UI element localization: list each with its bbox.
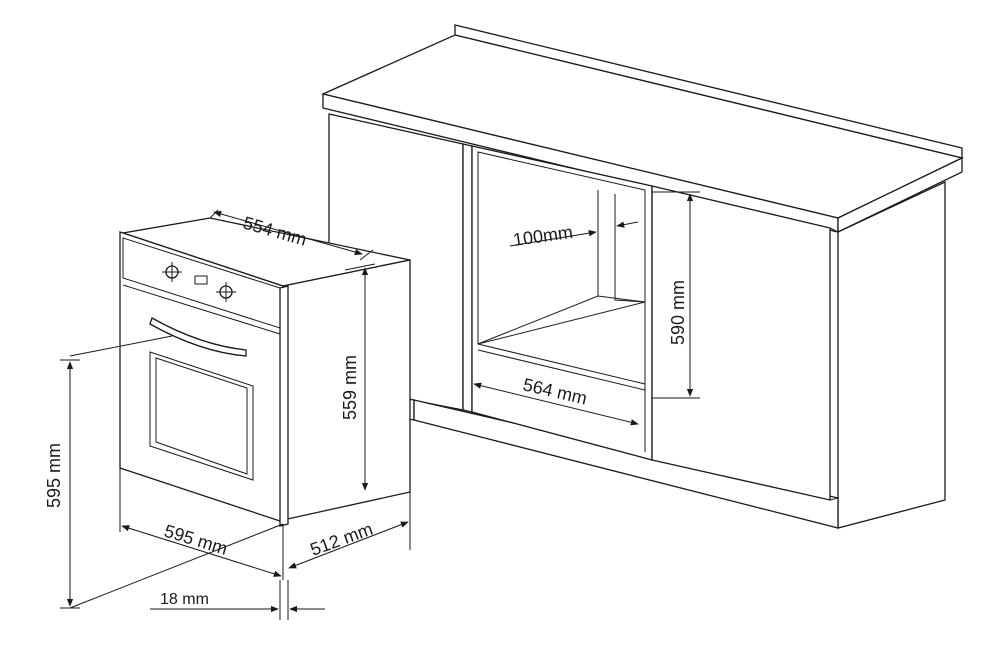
label-oven-height-front: 595 mm xyxy=(44,443,64,508)
dimension-lines xyxy=(60,191,700,620)
label-oven-height-body: 559 mm xyxy=(340,355,360,420)
dim-512-line xyxy=(288,521,409,569)
label-oven-width-front: 595 mm xyxy=(162,521,230,559)
dim-554-line xyxy=(213,210,363,256)
countertop-right-end xyxy=(837,156,963,234)
label-panel-offset: 18 mm xyxy=(160,591,209,608)
dim-100-line-right xyxy=(616,221,639,228)
dim-564-line xyxy=(473,382,639,426)
kitchen-cabinet xyxy=(320,24,964,529)
label-oven-depth-bottom: 512 mm xyxy=(308,519,376,560)
oven-door-handle xyxy=(149,317,247,357)
oven-window xyxy=(149,351,254,481)
oven-panel-side xyxy=(279,285,289,527)
label-cabinet-niche-height: 590 mm xyxy=(668,280,688,345)
cabinet-left-door-edge xyxy=(462,143,473,413)
cabinet-right-side xyxy=(837,180,946,529)
oven-niche-rear-slot-2 xyxy=(614,194,646,303)
oven-door-top-edge xyxy=(122,284,281,335)
oven-niche-frame xyxy=(471,145,653,461)
built-in-oven xyxy=(119,217,411,527)
oven-display xyxy=(194,275,208,285)
left-knob-icon xyxy=(162,262,182,282)
right-knob-icon xyxy=(216,282,236,302)
dim-100-line-left xyxy=(509,229,597,247)
dim-595-horizontal-line xyxy=(121,525,282,577)
